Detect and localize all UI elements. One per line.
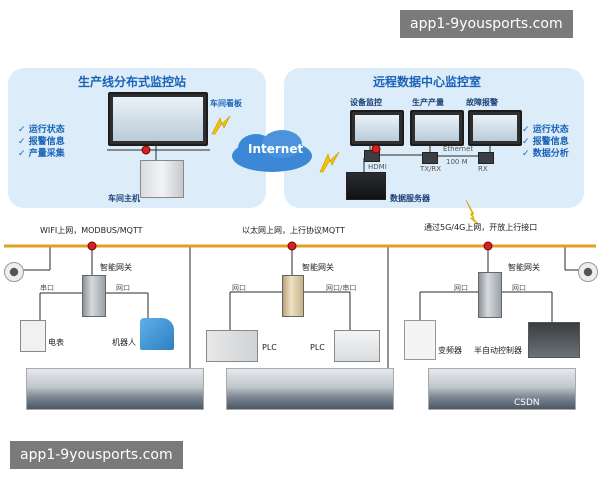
- factory-line-photo: [226, 368, 394, 410]
- gateway-label: 智能网关: [100, 263, 132, 272]
- txrx-box: [422, 152, 438, 164]
- device-label-controller: 半自动控制器: [474, 346, 522, 355]
- port-label: 网口: [232, 284, 246, 292]
- port-label: 网口: [512, 284, 526, 292]
- smart-gateway: [282, 275, 304, 317]
- rx-label: RX: [478, 165, 488, 173]
- gateway-label: 智能网关: [302, 263, 334, 272]
- factory-line-photo: [26, 368, 204, 410]
- smart-gateway: [82, 275, 106, 317]
- smart-gateway: [478, 272, 502, 318]
- screen-label-fault: 故障报警: [466, 98, 498, 107]
- device-label-robot: 机器人: [112, 338, 136, 347]
- internet-cloud-label: Internet: [248, 142, 304, 156]
- left-panel-list: 运行状态 报警信息 产量采集: [18, 124, 65, 160]
- fault-monitor: [468, 110, 522, 146]
- device-label-plc-2: PLC: [310, 343, 325, 352]
- ethernet-label: Ethernet: [443, 145, 474, 153]
- inverter-device: [404, 320, 436, 360]
- txrx-label: TX/RX: [420, 165, 442, 173]
- camera-icon: [4, 262, 24, 282]
- right-panel-title: 远程数据中心监控室: [373, 75, 482, 89]
- device-label-meter: 电表: [48, 338, 64, 347]
- rx-box: [478, 152, 494, 164]
- workshop-host-pc: [140, 160, 184, 198]
- equipment-monitor: [350, 110, 404, 146]
- wireless-signal-icon: [319, 152, 340, 173]
- left-panel-title: 生产线分布式监控站: [78, 75, 187, 89]
- workshop-board-label: 车间看板: [210, 99, 242, 108]
- speed-label: 100 M: [446, 158, 468, 166]
- device-label-inverter: 变频器: [438, 346, 462, 355]
- camera-icon: [578, 262, 598, 282]
- hdmi-label: HDMI: [368, 163, 387, 171]
- gateway-label: 智能网关: [508, 263, 540, 272]
- plc-device: [334, 330, 380, 362]
- watermark-top: app1-9yousports.com: [400, 10, 573, 38]
- port-label: 网口/串口: [326, 284, 357, 292]
- wireless-signal-icon: [211, 116, 231, 135]
- power-meter: [20, 320, 46, 352]
- data-server: [346, 172, 386, 200]
- internet-cloud-icon: [232, 130, 312, 172]
- uplink-caption-left: WIFI上网，MODBUS/MQTT: [40, 226, 143, 235]
- uplink-caption-center: 以太网上网，上行协议MQTT: [242, 226, 345, 235]
- robot-arm: [140, 318, 174, 350]
- workshop-host-label: 车间主机: [108, 194, 140, 203]
- csdn-watermark: CSDN: [514, 398, 540, 408]
- factory-line-photo: [428, 368, 576, 410]
- workshop-board-monitor: [108, 92, 208, 146]
- screen-label-equipment: 设备监控: [350, 98, 382, 107]
- watermark-bottom: app1-9yousports.com: [10, 441, 183, 469]
- screen-label-output: 生产产量: [412, 98, 444, 107]
- uplink-caption-right: 通过5G/4G上网，开放上行接口: [424, 223, 538, 232]
- port-label: 网口: [454, 284, 468, 292]
- controller-device: [528, 322, 580, 358]
- plc-device: [206, 330, 258, 362]
- port-label: 网口: [116, 284, 130, 292]
- port-label: 串口: [40, 284, 54, 292]
- right-panel-list: 运行状态 报警信息 数据分析: [522, 124, 569, 160]
- output-monitor: [410, 110, 464, 146]
- device-label-plc-1: PLC: [262, 343, 277, 352]
- data-server-label: 数据服务器: [390, 194, 430, 203]
